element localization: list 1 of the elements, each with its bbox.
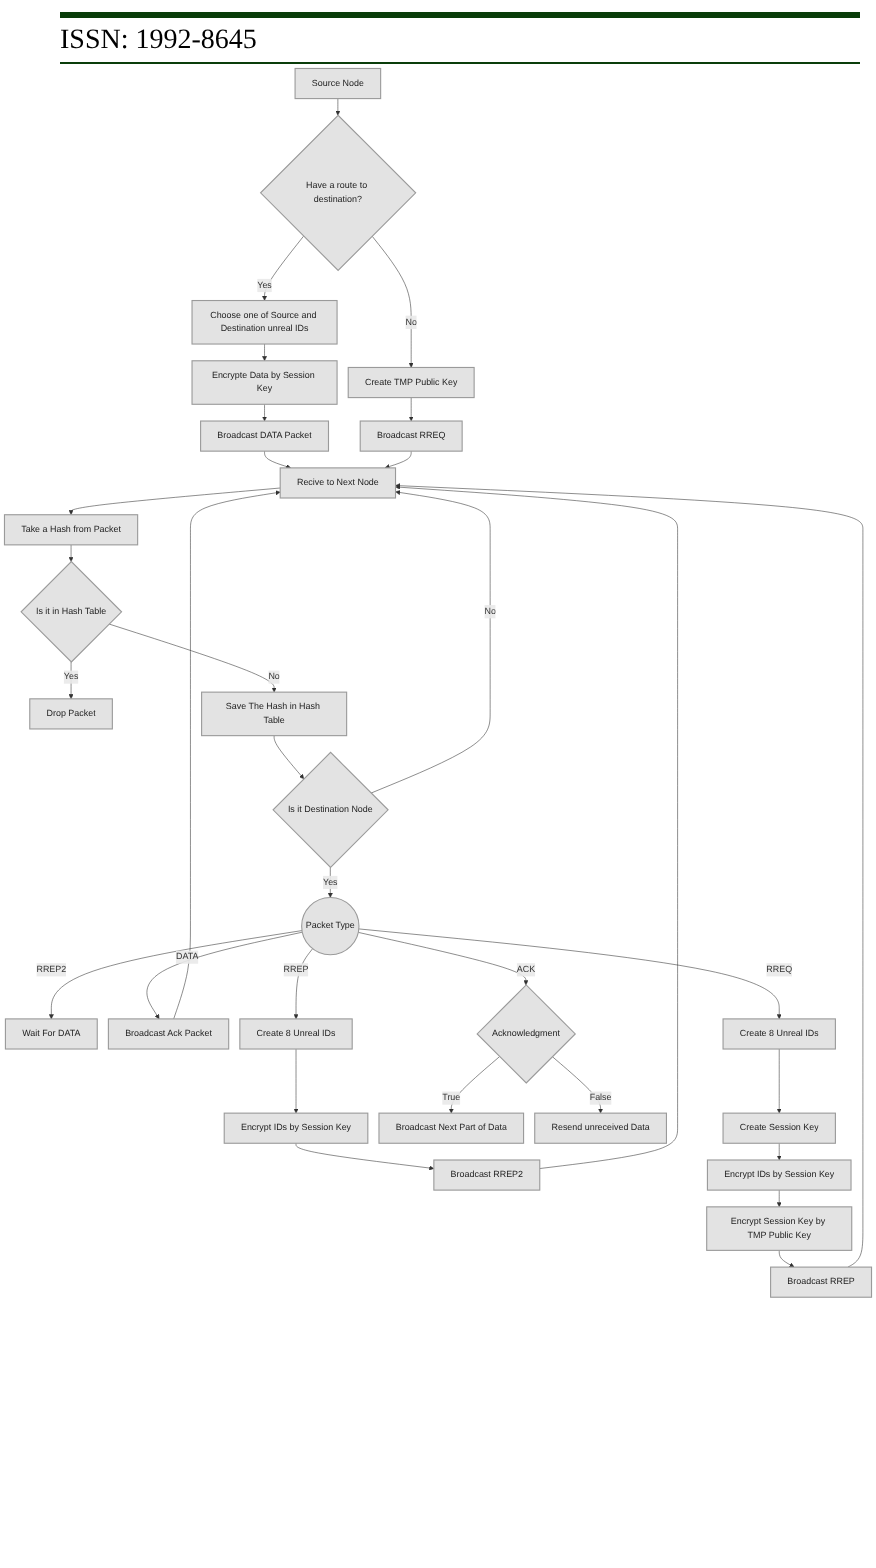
journal-header-text: ISSN: 1992-8645 — [60, 26, 257, 56]
